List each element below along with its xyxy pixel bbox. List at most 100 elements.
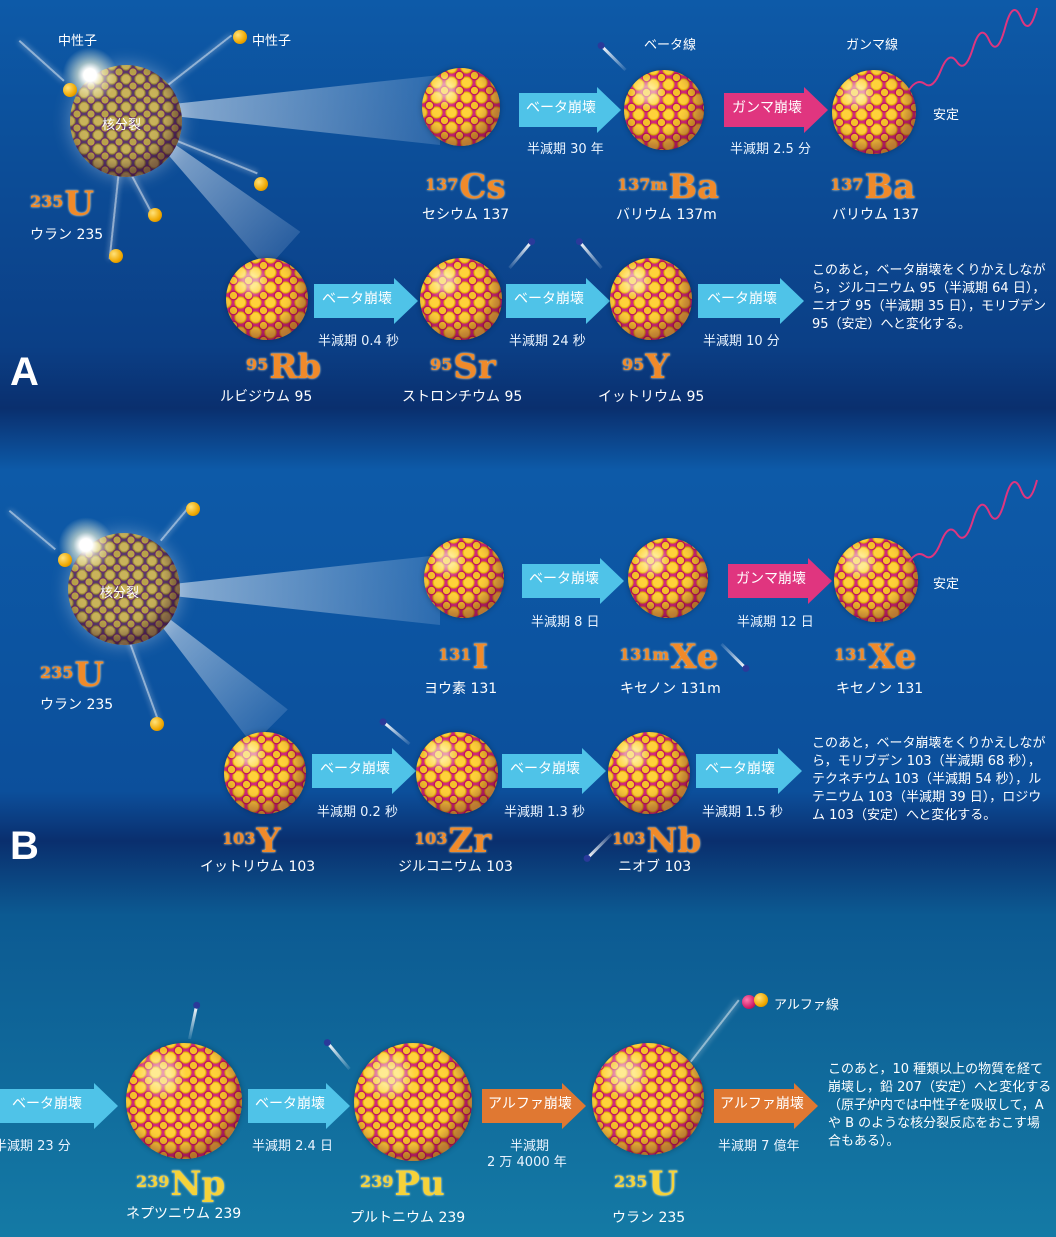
cs137-name: セシウム 137 (422, 207, 510, 223)
neutron-icon (148, 208, 162, 222)
u235-name: ウラン 235 (612, 1210, 686, 1226)
half-life: 半減期 2.4 日 (252, 1139, 333, 1154)
half-life: 半減期 0.4 秒 (318, 334, 399, 349)
beta-decay-arrow: ベータ崩壊 (519, 87, 621, 133)
beta-ray-icon (188, 1001, 201, 1040)
alpha-particle-icon (742, 995, 756, 1009)
xe131m-nucleus (628, 538, 708, 618)
xe131m-name: キセノン 131m (620, 681, 721, 697)
beta-ray-icon (720, 642, 751, 674)
beta-decay-arrow: ベータ崩壊 (0, 1083, 118, 1129)
cs137-symbol: 137Cs (425, 167, 506, 207)
panel-b-note: このあと，ベータ崩壊をくりかえしながら，モリブデン 103（半減期 68 秒），… (812, 736, 1046, 823)
nb103-nucleus (608, 732, 690, 814)
i131-name: ヨウ素 131 (424, 681, 498, 697)
y103-symbol: 103Y (222, 821, 281, 861)
beta-decay-arrow: ベータ崩壊 (698, 278, 804, 324)
beta-decay-arrow: ベータ崩壊 (696, 748, 802, 794)
gamma-decay-arrow: ガンマ崩壊 (724, 87, 828, 133)
half-life: 半減期 0.2 秒 (317, 805, 398, 820)
half-life: 半減期 24 秒 (509, 334, 586, 349)
half-life: 半減期 12 日 (737, 615, 814, 630)
half-life: 半減期 1.3 秒 (504, 805, 585, 820)
u235-nucleus (592, 1043, 704, 1155)
ba137m-symbol: 137mBa (617, 167, 720, 207)
fission-label: 核分裂 (102, 118, 142, 133)
panel-label-a: A (10, 350, 39, 394)
half-life: 半減期 2.5 分 (730, 142, 811, 157)
sr95-symbol: 95Sr (430, 347, 496, 387)
i131-symbol: 131I (438, 637, 489, 677)
beta-decay-arrow: ベータ崩壊 (522, 558, 624, 604)
alpha-decay-arrow: アルファ崩壊 (714, 1083, 818, 1129)
beta-ray-icon (378, 716, 411, 746)
pu239-symbol: 239Pu (360, 1164, 445, 1204)
alpha-ray-beam (690, 999, 740, 1063)
panel-a-note: このあと，ベータ崩壊をくりかえしながら，ジルコニウム 95（半減期 64 日），… (812, 263, 1046, 332)
uranium-235-nucleus (68, 533, 180, 645)
sr95-nucleus (420, 258, 502, 340)
y103-nucleus (224, 732, 306, 814)
y95-name: イットリウム 95 (598, 389, 705, 405)
alpha-decay-arrow: アルファ崩壊 (482, 1083, 586, 1129)
fission-cone-upper (150, 75, 440, 145)
neutron-icon (186, 502, 200, 516)
cs137-nucleus (422, 68, 500, 146)
neutron-icon (150, 717, 164, 731)
beta-decay-arrow: ベータ崩壊 (312, 748, 416, 794)
beta-ray-icon (596, 40, 627, 72)
alpha-ray-label: アルファ線 (774, 998, 839, 1013)
half-life: 半減期 7 億年 (718, 1139, 800, 1154)
ba137-name: バリウム 137 (832, 207, 920, 223)
neutron-label: 中性子 (58, 34, 98, 49)
pu239-name: プルトニウム 239 (350, 1210, 466, 1226)
np239-name: ネプツニウム 239 (126, 1206, 242, 1222)
gamma-decay-arrow: ガンマ崩壊 (728, 558, 832, 604)
pu239-nucleus (354, 1043, 472, 1161)
i131-nucleus (424, 538, 504, 618)
parent-symbol: 235U (40, 655, 105, 695)
stable-label: 安定 (933, 108, 960, 123)
beta-ray-icon (574, 236, 603, 269)
xe131-nucleus (834, 538, 918, 622)
beta-decay-arrow: ベータ崩壊 (506, 278, 610, 324)
neutron-beam (160, 34, 233, 92)
rb95-name: ルビジウム 95 (220, 389, 313, 405)
zr103-nucleus (416, 732, 498, 814)
beta-ray-icon (508, 236, 537, 269)
y103-name: イットリウム 103 (200, 859, 316, 875)
neutron-beam (128, 640, 161, 726)
zr103-symbol: 103Zr (414, 821, 492, 861)
panel-a: 核分裂 中性子 中性子 235U ウラン 235 ベータ崩壊 半減期 30 年 … (0, 0, 1056, 420)
rb95-symbol: 95Rb (246, 347, 322, 387)
xe131-name: キセノン 131 (836, 681, 924, 697)
neutron-icon (63, 83, 77, 97)
zr103-name: ジルコニウム 103 (398, 859, 513, 875)
gamma-ray-icon (908, 7, 1038, 91)
half-life: 半減期 1.5 秒 (702, 805, 783, 820)
neutron-beam (8, 510, 56, 551)
neutron-icon (233, 30, 247, 44)
alpha-particle-icon (754, 993, 768, 1007)
np239-symbol: 239Np (136, 1164, 226, 1204)
half-life: 半減期 30 年 (527, 142, 604, 157)
half-life: 半減期 8 日 (531, 615, 600, 630)
stable-label: 安定 (933, 577, 960, 592)
panel-label-b: B (10, 824, 39, 868)
sr95-name: ストロンチウム 95 (402, 389, 523, 405)
beta-decay-arrow: ベータ崩壊 (314, 278, 418, 324)
neutron-label: 中性子 (252, 34, 292, 49)
gamma-ray-label: ガンマ線 (846, 38, 899, 53)
neutron-icon (254, 177, 268, 191)
parent-name: ウラン 235 (30, 227, 104, 243)
rb95-nucleus (226, 258, 308, 340)
xe131m-symbol: 131mXe (619, 637, 719, 677)
nb103-name: ニオブ 103 (618, 859, 692, 875)
beta-ray-icon (322, 1037, 351, 1070)
xe131-symbol: 131Xe (834, 637, 917, 677)
parent-name: ウラン 235 (40, 697, 114, 713)
ba137m-name: バリウム 137m (616, 207, 717, 223)
y95-nucleus (610, 258, 692, 340)
neutron-icon (109, 249, 123, 263)
half-life-line2: 2 万 4000 年 (487, 1155, 567, 1170)
